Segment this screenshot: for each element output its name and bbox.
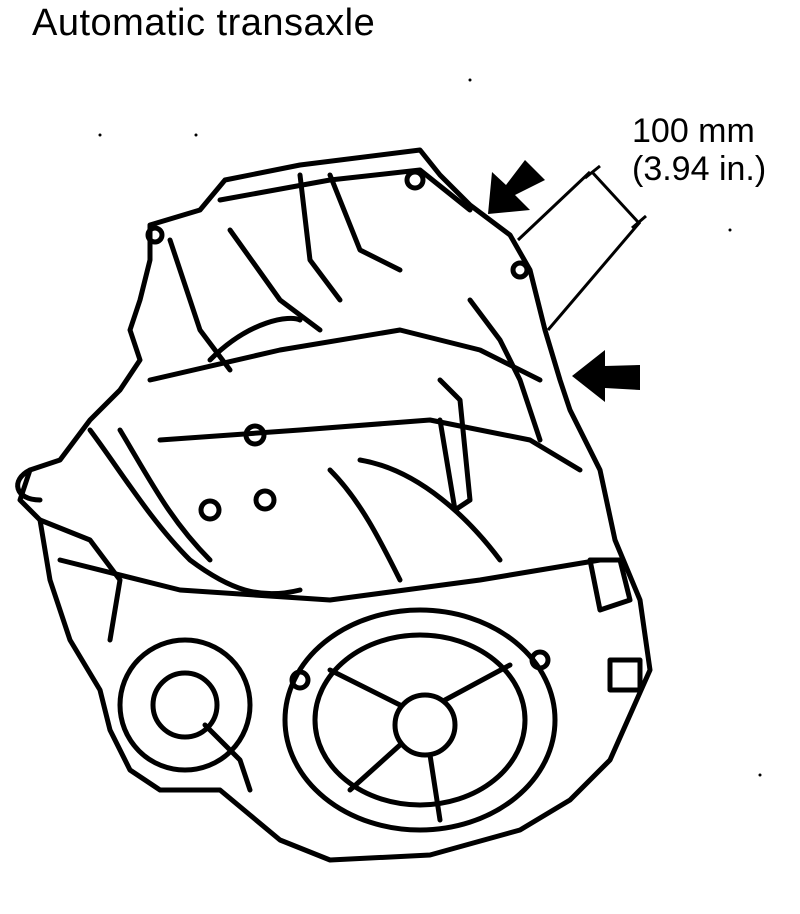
lower-case-seam xyxy=(57,557,603,603)
right-cover-edge xyxy=(467,297,543,443)
speck-2 xyxy=(98,133,102,137)
speck-5 xyxy=(468,78,472,82)
diff-spoke-2 xyxy=(442,662,513,703)
diff-cover-outer xyxy=(282,607,558,833)
dimension-metric: 100 mm xyxy=(632,112,755,150)
right-connector xyxy=(607,657,643,693)
wire-harness-4 xyxy=(357,457,503,563)
speck-3 xyxy=(758,773,762,777)
arrow-upper xyxy=(488,160,545,214)
axle-flange-inner xyxy=(150,670,220,740)
case-rib-3 xyxy=(227,227,323,333)
dimension-tick-1 xyxy=(584,164,601,180)
bolt-3 xyxy=(243,423,267,447)
left-hook xyxy=(15,467,43,503)
dimension-label: 100 mm (3.94 in.) xyxy=(632,112,766,188)
case-seam-top xyxy=(217,167,473,213)
diff-spoke-1 xyxy=(327,667,403,708)
dimension-line-1 xyxy=(516,170,592,242)
valve-body-edge xyxy=(147,327,543,383)
diff-spoke-4 xyxy=(347,742,403,793)
diff-spoke-3 xyxy=(427,752,443,823)
axle-stub xyxy=(202,722,253,793)
case-rib-4 xyxy=(167,237,233,373)
case-rib-1 xyxy=(297,172,343,303)
axle-flange-outer xyxy=(117,637,253,773)
bolt-5 xyxy=(529,649,551,671)
bolt-8 xyxy=(510,260,530,280)
diff-cover-inner xyxy=(312,632,528,808)
bolt-4 xyxy=(289,669,311,691)
case-rib-2 xyxy=(327,172,403,273)
speck-1 xyxy=(194,133,198,137)
diff-hub xyxy=(392,692,458,758)
bolt-2 xyxy=(253,488,277,512)
wire-harness-1 xyxy=(87,427,303,597)
dimension-tick-2 xyxy=(631,214,647,230)
shift-lever xyxy=(437,377,473,513)
arrow-lower xyxy=(572,350,640,402)
bolt-6 xyxy=(404,169,426,191)
left-flange xyxy=(37,517,123,643)
valve-body-lower xyxy=(157,417,583,473)
housing-outline xyxy=(17,147,653,863)
wire-harness-2 xyxy=(117,427,213,563)
dimension-span xyxy=(590,170,640,224)
right-bracket xyxy=(587,557,633,613)
bolt-7 xyxy=(145,225,165,245)
bolt-1 xyxy=(198,498,222,522)
figure-title: Automatic transaxle xyxy=(32,2,376,44)
speck-4 xyxy=(728,228,732,232)
wire-harness-3 xyxy=(327,467,403,583)
dimension-line-2 xyxy=(546,221,642,331)
dimension-imperial: (3.94 in.) xyxy=(632,150,767,188)
linkage-rod xyxy=(207,315,303,363)
